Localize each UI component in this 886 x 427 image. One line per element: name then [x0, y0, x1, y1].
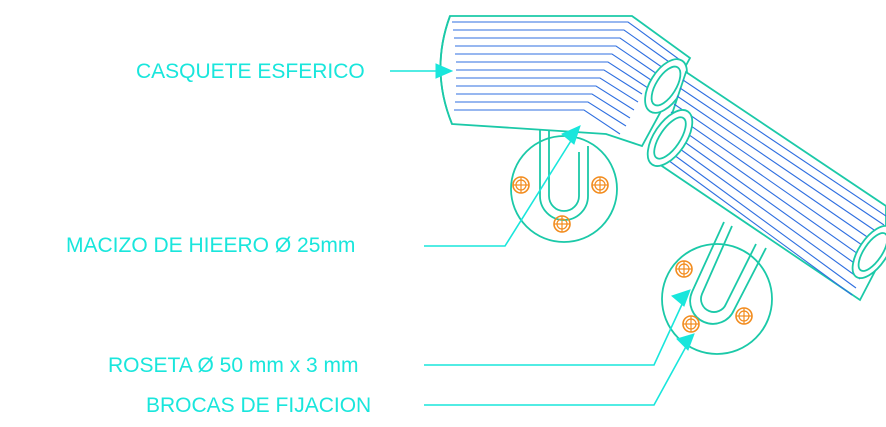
leader-casquete	[390, 63, 454, 79]
anchor-bolt-upper-3	[553, 215, 571, 233]
tube-upper	[439, 15, 692, 148]
tube-lower-hatching	[656, 79, 886, 296]
rosette-lower	[661, 221, 773, 355]
tube-lower	[646, 70, 886, 302]
label-casquete-esferico: CASQUETE ESFERICO	[136, 60, 365, 83]
tube-lower-upper-end	[646, 109, 694, 167]
label-roseta: ROSETA Ø 50 mm x 3 mm	[108, 354, 358, 377]
anchor-bolt-lower-2	[682, 315, 700, 333]
tube-upper-hatching	[452, 21, 681, 135]
leader-macizo	[424, 125, 581, 247]
anchor-bolt-upper-2	[591, 176, 609, 194]
solid-bar-upper-inner	[548, 124, 580, 212]
anchor-bolt-lower-1	[675, 260, 693, 278]
tube-lower-end	[851, 225, 886, 279]
rosette-lower-disc	[661, 243, 773, 355]
leader-brocas	[424, 333, 695, 406]
rosette-upper	[510, 124, 618, 243]
leader-roseta	[424, 289, 691, 366]
anchor-bolt-upper-1	[512, 176, 530, 194]
label-macizo-de-hierro: MACIZO DE HIEERO Ø 25mm	[66, 234, 355, 257]
anchor-bolt-lower-3	[735, 307, 753, 325]
label-brocas-de-fijacion: BROCAS DE FIJACION	[146, 394, 371, 417]
solid-bar-lower	[689, 221, 767, 325]
